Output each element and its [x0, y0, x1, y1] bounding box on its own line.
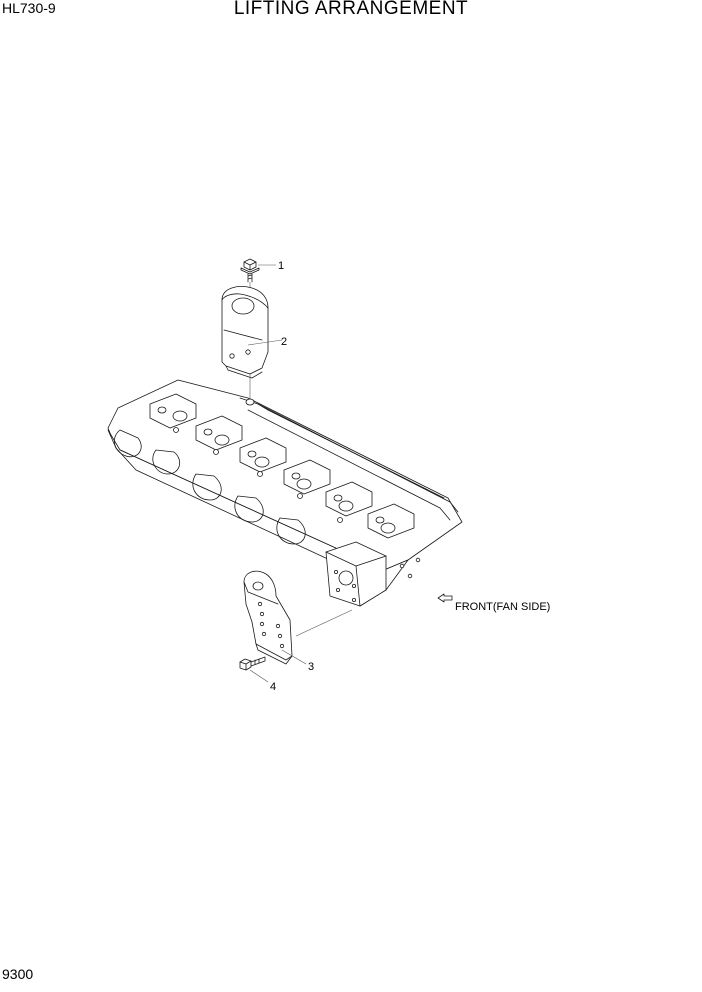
page-title: LIFTING ARRANGEMENT [233, 0, 469, 19]
leader-line-3 [281, 649, 307, 665]
model-code: HL730-9 [2, 0, 56, 16]
front-direction-label: FRONT(FAN SIDE) [455, 601, 550, 613]
callout-1: 1 [278, 260, 284, 272]
bolt-part-1 [240, 258, 260, 283]
leader-line-4 [249, 669, 269, 683]
lower-lifting-bracket-part-3 [243, 570, 293, 665]
bolt-part-4 [239, 656, 266, 671]
center-line-lower [295, 609, 353, 637]
callout-4: 4 [270, 681, 276, 693]
cylinder-head [107, 379, 463, 607]
upper-lifting-bracket-part-2 [221, 286, 269, 379]
front-arrow-icon [437, 593, 453, 603]
callout-2: 2 [281, 336, 287, 348]
callout-3: 3 [308, 661, 314, 673]
page-number: 9300 [2, 966, 34, 982]
leader-line-2 [247, 339, 283, 346]
